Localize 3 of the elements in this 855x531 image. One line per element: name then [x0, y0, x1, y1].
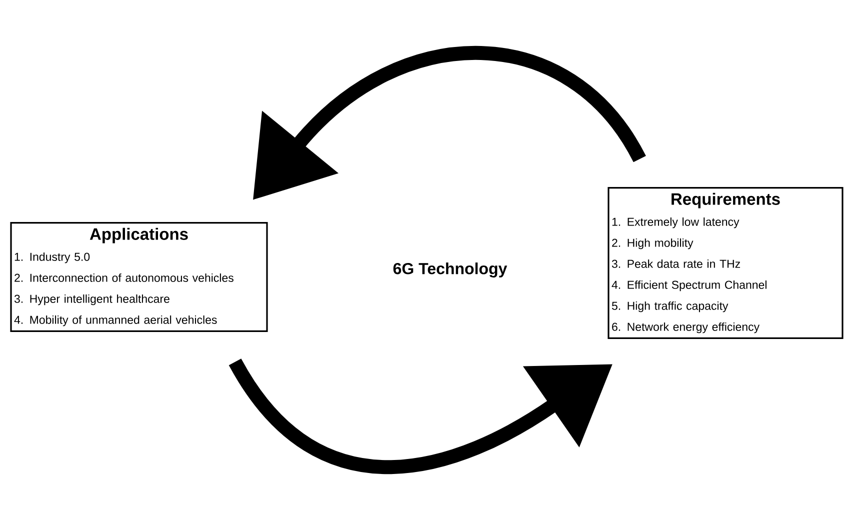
center-label: 6G Technology	[393, 262, 508, 278]
text-box: Applications 1. Industry 5.0 2. Interconnection of autonomous vehicles 3. Hyper intelligent healthcare 4. Mobility of unmanned aerial vehicles	[10, 222, 268, 332]
text-box: Requirements 1. Extremely low latency 2. High mobility 3. Peak data rate in THz 4. Efficient Spectrum Channel 5. High traffic capacity 6. Network energy efficiency	[608, 187, 844, 339]
